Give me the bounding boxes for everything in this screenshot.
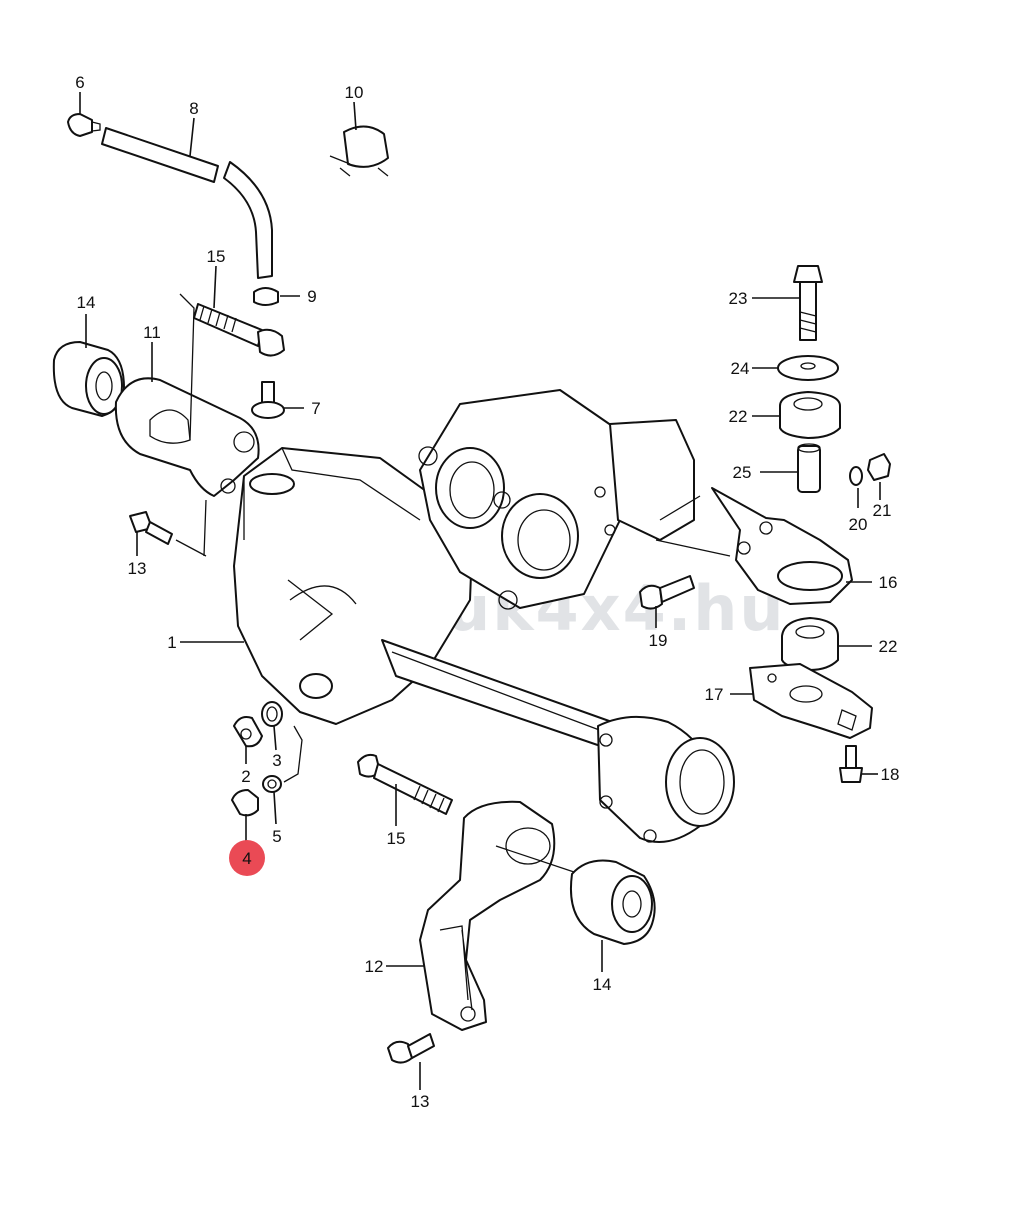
bushing-lower-part[interactable] [570, 859, 656, 945]
callout-22-upper[interactable]: 22 [729, 407, 748, 426]
callout-5[interactable]: 5 [272, 827, 281, 846]
callout-18[interactable]: 18 [881, 765, 900, 784]
callout-9[interactable]: 9 [307, 287, 316, 306]
rubber-mount-lower-part[interactable] [781, 617, 839, 671]
callout-6[interactable]: 6 [75, 73, 84, 92]
arm-bracket-part[interactable] [114, 293, 260, 557]
gasket-part[interactable] [261, 701, 283, 727]
long-bolt-top-part[interactable] [193, 303, 285, 357]
callout-17[interactable]: 17 [705, 685, 724, 704]
callout-10[interactable]: 10 [345, 83, 364, 102]
leader-lines [79, 92, 881, 1090]
callout-3[interactable]: 3 [272, 751, 281, 770]
callout-12[interactable]: 12 [365, 957, 384, 976]
breather-cap-part[interactable] [67, 113, 101, 137]
short-bolt-top-part[interactable] [129, 511, 207, 557]
small-washer-part[interactable] [849, 466, 863, 486]
callout-24[interactable]: 24 [731, 359, 750, 378]
callout-1[interactable]: 1 [167, 633, 176, 652]
mount-bolt-part[interactable] [793, 265, 823, 341]
bushing-top-part[interactable] [52, 341, 125, 417]
filler-plug-part[interactable] [231, 789, 259, 817]
callout-25[interactable]: 25 [733, 463, 752, 482]
hose-clip-part[interactable] [329, 125, 389, 177]
callout-2[interactable]: 2 [241, 767, 250, 786]
short-bolt-lower-part[interactable] [387, 1033, 435, 1064]
callout-23[interactable]: 23 [729, 289, 748, 308]
callout-19[interactable]: 19 [649, 631, 668, 650]
nut-part[interactable] [867, 453, 891, 481]
drain-plug-part[interactable] [233, 716, 263, 748]
differential-housing-part[interactable] [233, 447, 735, 843]
callout-15-top[interactable]: 15 [207, 247, 226, 266]
callout-14-lower[interactable]: 14 [593, 975, 612, 994]
callout-14-top[interactable]: 14 [77, 293, 96, 312]
gasket-small-part[interactable] [262, 775, 282, 793]
callout-13-lower[interactable]: 13 [411, 1092, 430, 1111]
breather-hose-part[interactable] [101, 127, 273, 279]
callout-labels: 6 8 10 15 9 14 11 7 13 1 2 3 5 4 15 12 1… [75, 73, 899, 1111]
lower-arm-bracket-part[interactable] [419, 800, 581, 1031]
rubber-mount-upper-part[interactable] [779, 391, 841, 439]
plate-bolt-part[interactable] [839, 745, 863, 783]
long-bolt-lower-part[interactable] [357, 753, 453, 815]
mount-washer-part[interactable] [777, 355, 839, 381]
highlight-marker[interactable] [229, 840, 265, 876]
spacer-sleeve-part[interactable] [797, 443, 821, 493]
breather-fitting-part[interactable] [251, 381, 285, 419]
callout-21[interactable]: 21 [873, 501, 892, 520]
plug-leader-line [283, 725, 303, 783]
differential-carrier-case [418, 389, 695, 610]
callout-8[interactable]: 8 [189, 99, 198, 118]
callout-16[interactable]: 16 [879, 573, 898, 592]
callout-20[interactable]: 20 [849, 515, 868, 534]
hose-clamp-part[interactable] [253, 287, 279, 306]
bracket-bolt-part[interactable] [639, 575, 695, 610]
mount-plate-part[interactable] [749, 663, 873, 739]
callout-11[interactable]: 11 [143, 323, 161, 342]
callout-15-lower[interactable]: 15 [387, 829, 406, 848]
callout-4[interactable]: 4 [242, 849, 251, 868]
callout-13-top[interactable]: 13 [128, 559, 147, 578]
callout-22-lower[interactable]: 22 [879, 637, 898, 656]
callout-7[interactable]: 7 [311, 399, 320, 418]
mount-bracket-part[interactable] [655, 487, 853, 605]
